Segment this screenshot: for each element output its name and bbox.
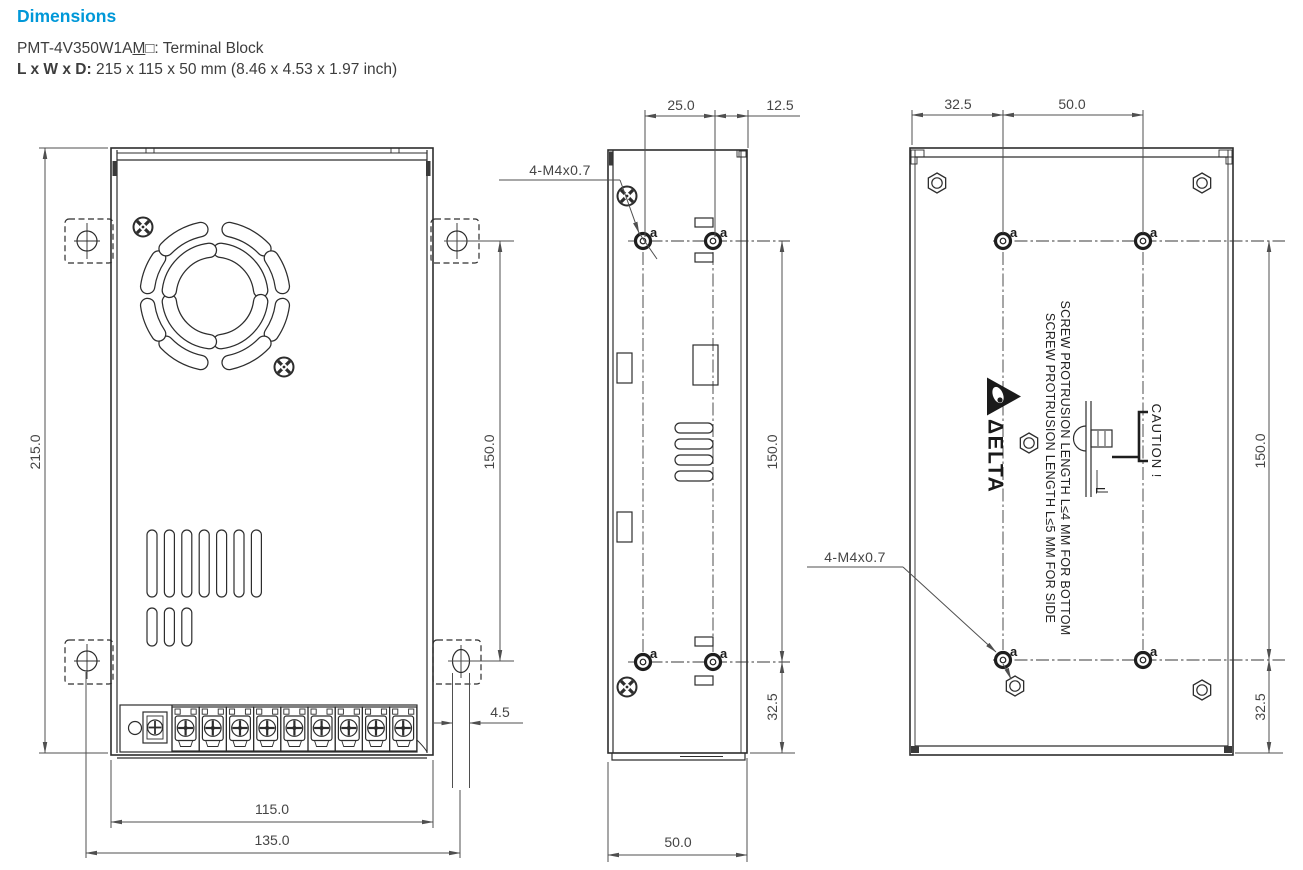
dim-label-12-5: 12.5 <box>766 97 793 113</box>
hole-label: a <box>720 225 728 240</box>
dim-label-4-5: 4.5 <box>490 704 510 720</box>
page-title: Dimensions <box>17 6 117 26</box>
delta-logo: ΔELTA <box>984 377 1021 493</box>
mounting-hole-a <box>993 650 1013 670</box>
thread-callout-back: 4-M4x0.7 <box>807 549 1012 680</box>
dim-back-right: 150.0 32.5 <box>1235 240 1283 754</box>
dim-side-depth: 50.0 <box>607 758 748 862</box>
vent-slots <box>146 529 262 647</box>
size-value: 215 x 115 x 50 mm (8.46 x 4.53 x 1.97 in… <box>91 61 398 78</box>
hex-nut-icon <box>927 172 947 194</box>
dim-front-mount-pitch: 150.0 <box>481 240 503 662</box>
screw-icon <box>272 355 296 379</box>
dim-front-mount-width: 135.0 <box>85 672 461 858</box>
model-suffix: : Terminal Block <box>154 40 264 57</box>
screw-protrusion-diagram: L <box>1072 401 1148 497</box>
dim-label-50-back: 50.0 <box>1058 96 1085 112</box>
size-label: L x W x D: <box>17 61 92 78</box>
corner-tab <box>112 161 117 176</box>
dim-label-115: 115.0 <box>255 801 289 817</box>
dim-front-width: 115.0 <box>110 760 434 828</box>
delta-wordmark: ΔELTA <box>984 419 1007 493</box>
hex-nut-icon <box>1192 172 1212 194</box>
mounting-bracket-top-left <box>64 218 114 264</box>
dim-label-32-5-side: 32.5 <box>764 693 780 720</box>
dim-side-top: 25.0 12.5 <box>644 97 800 237</box>
thread-label: 4-M4x0.7 <box>824 549 886 565</box>
dim-back-top: 32.5 50.0 <box>911 96 1144 233</box>
length-label: L <box>1093 487 1107 494</box>
model-suffix-box: □ <box>145 40 155 57</box>
model-prefix: PMT-4V350W1A <box>17 40 133 57</box>
dim-label-25: 25.0 <box>667 97 694 113</box>
back-view: a a a a ΔELTA SCREW PROTRUSION LENGTH L≤… <box>807 96 1285 756</box>
hex-nut-icon <box>1005 675 1025 697</box>
side-view: a a a a 4-M4x0.7 <box>499 97 800 862</box>
size-line: L x W x D: 215 x 115 x 50 mm (8.46 x 4.5… <box>17 61 397 79</box>
dim-label-150-back: 150.0 <box>1252 433 1268 468</box>
hole-label: a <box>650 225 658 240</box>
dim-label-50-side: 50.0 <box>664 834 691 850</box>
corner-tab <box>426 161 431 176</box>
caution-note-line1: SCREW PROTRUSION LENGTH L≤4 MM FOR BOTTO… <box>1058 301 1072 636</box>
dim-label-32-5-back-bottom: 32.5 <box>1252 693 1268 720</box>
mounting-bracket-bottom-left <box>64 639 114 685</box>
fan-grille-icon <box>139 221 291 371</box>
thread-callout-side: 4-M4x0.7 <box>499 162 658 260</box>
dim-label-150-side: 150.0 <box>764 434 780 469</box>
dim-side-right: 150.0 32.5 <box>750 240 795 754</box>
screw-icon <box>615 675 639 699</box>
adjust-pot <box>142 711 168 744</box>
thread-label: 4-M4x0.7 <box>529 162 591 178</box>
mounting-hole-a <box>993 231 1013 251</box>
hole-label: a <box>650 646 658 661</box>
led-indicator <box>127 720 143 736</box>
dim-front-slot-offset: 4.5 <box>434 673 523 788</box>
model-line: PMT-4V350W1AM□: Terminal Block <box>17 40 264 58</box>
screw-icon <box>615 184 639 208</box>
hole-label: a <box>1150 644 1158 659</box>
mounting-hole-a <box>633 652 653 672</box>
hole-label: a <box>720 646 728 661</box>
mounting-bracket-top-right <box>430 218 514 264</box>
dim-label-150-front: 150.0 <box>481 434 497 469</box>
hex-nut-icon <box>1019 432 1039 454</box>
dim-label-135: 135.0 <box>254 832 289 848</box>
hole-label: a <box>1010 644 1018 659</box>
mounting-hole-a <box>1133 650 1153 670</box>
mounting-bracket-bottom-right <box>432 639 514 685</box>
model-underlined-char: M <box>132 40 146 57</box>
front-view: 215.0 150.0 4.5 115.0 <box>27 147 523 858</box>
mounting-hole-a <box>703 231 723 251</box>
dim-label-215: 215.0 <box>27 434 43 469</box>
mounting-hole-a <box>703 652 723 672</box>
hole-label: a <box>1150 225 1158 240</box>
caution-note-line2: SCREW PROTRUSION LENGTH L≤5 MM FOR SIDE <box>1043 313 1057 623</box>
caution-title: CAUTION ! <box>1149 404 1164 479</box>
dim-label-32-5-back-top: 32.5 <box>944 96 971 112</box>
terminal-block <box>119 704 428 753</box>
screw-icon <box>131 215 155 239</box>
dim-front-height: 215.0 <box>27 147 108 754</box>
corner-tab <box>609 151 613 166</box>
hole-label: a <box>1010 225 1018 240</box>
hex-nut-icon <box>1192 679 1212 701</box>
mounting-hole-a <box>1133 231 1153 251</box>
